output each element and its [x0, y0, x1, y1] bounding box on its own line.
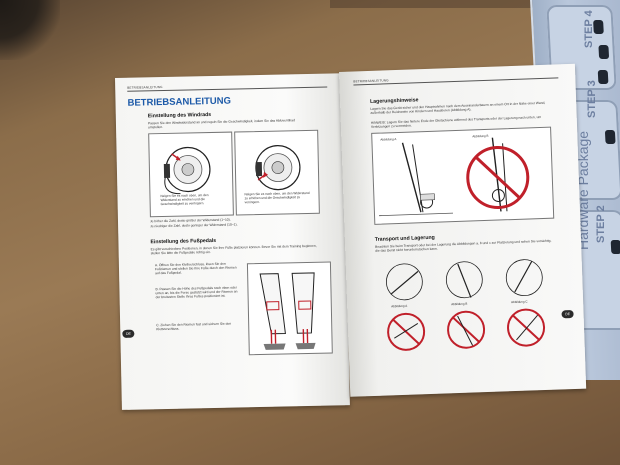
bolt-icon: [597, 70, 609, 84]
hardware-step-label: STEP 4: [583, 10, 595, 48]
storage-illustration: [379, 137, 530, 217]
right-page: BETRIEBSANLEITUNG Lagerungshinweise Lage…: [339, 63, 587, 397]
pedal-step: A. Öffnen Sie den Klettverschluss, lösen…: [154, 261, 237, 276]
bolt-icon: [598, 45, 610, 59]
running-head: BETRIEBSANLEITUNG: [127, 85, 163, 90]
section-heading: Lagerungshinweise: [369, 97, 419, 105]
hardware-step-label: STEP 3: [586, 80, 598, 118]
hardware-step-label: STEP 2: [595, 205, 607, 243]
section-intro: Passen Sie den Windwiderstand an und reg…: [147, 118, 295, 130]
figure-caption: Neigen Sie es nach oben, um den Widersta…: [160, 193, 209, 207]
dark-corner: [0, 0, 60, 60]
left-page: BETRIEBSANLEITUNG BETRIEBSANLEITUNG Eins…: [115, 73, 350, 410]
figure-label: Abbildung C: [511, 299, 528, 305]
pedal-step: C. Ziehen Sie den Riemen fest und sicher…: [156, 321, 232, 332]
footpedal-figure: [246, 261, 333, 356]
page-number-badge: DE: [561, 309, 574, 319]
figure-caption: Neigen Sie es nach oben, um den Widersta…: [244, 190, 310, 205]
fan-wheel-illustration: [163, 146, 211, 195]
windrad-figure-2: Neigen Sie es nach oben, um den Widersta…: [234, 129, 320, 216]
section-intro: Es gibt verschiedene Positionen, in dene…: [150, 243, 317, 256]
fan-wheel-illustration: [255, 145, 301, 191]
box-edge: [330, 0, 550, 8]
figure-label: Abbildung A: [380, 137, 397, 142]
bolt-icon: [604, 130, 616, 144]
figure-label: Abbildung B: [472, 133, 489, 139]
section-heading: Einstellung des Windrads: [147, 111, 212, 120]
manual-booklet: BETRIEBSANLEITUNG BETRIEBSANLEITUNG Eins…: [115, 63, 587, 422]
figure-label: Abbildung B: [451, 301, 468, 307]
pedal-step: B. Passen Sie die Höhe des Fußpedals nac…: [155, 285, 238, 300]
footpedal-illustration: [259, 272, 316, 350]
windrad-figure-1: Neigen Sie es nach oben, um den Widersta…: [148, 131, 234, 218]
storage-figure: Abbildung A Abbildung B: [371, 126, 555, 225]
section-heading: Transport und Lagerung: [374, 234, 435, 243]
bolt-icon: [610, 240, 620, 254]
transport-illustrations: [385, 259, 546, 351]
figure-label: Abbildung A: [391, 303, 408, 309]
section-heading: Einstellung des Fußpedals: [150, 237, 217, 246]
page-number-badge: DE: [122, 329, 135, 338]
page-title: BETRIEBSANLEITUNG: [127, 95, 232, 109]
